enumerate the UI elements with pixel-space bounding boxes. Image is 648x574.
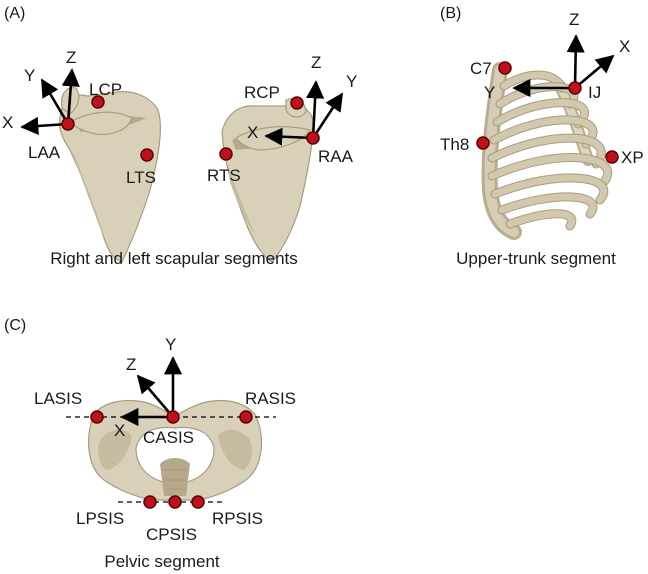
left-y-axis-arrow: [40, 78, 70, 125]
lasis-label: LASIS: [34, 389, 82, 408]
right-z-axis-label: Z: [311, 53, 321, 72]
xp-label: XP: [621, 148, 644, 167]
panel-c-tag: (C): [4, 317, 26, 334]
trunk-x-axis-label: X: [619, 37, 630, 56]
rts-marker: [219, 147, 233, 161]
cpsis-label: CPSIS: [146, 525, 197, 544]
panel-a-tag: (A): [4, 5, 25, 22]
lcp-marker: [91, 95, 105, 109]
panel-a: (A) X Y Z LCP LAA LTS: [2, 5, 357, 268]
right-x-axis-label: X: [247, 123, 258, 142]
panel-b-tag: (B): [440, 5, 461, 22]
th8-marker: [476, 136, 490, 150]
right-z-axis-arrow: [306, 80, 325, 139]
left-x-axis-label: X: [2, 113, 13, 132]
pelvis-image: [87, 399, 263, 501]
lts-marker: [140, 148, 154, 162]
rasis-label: RASIS: [245, 389, 296, 408]
c7-label: C7: [470, 59, 492, 78]
pelvic-y-axis-label: Y: [165, 335, 176, 354]
left-z-axis-label: Z: [66, 48, 76, 67]
cpsis-marker: [168, 495, 182, 509]
trunk-y-axis-label: Y: [484, 83, 495, 102]
raa-label: RAA: [318, 147, 354, 166]
rcp-marker: [290, 96, 304, 110]
right-x-axis-arrow: [264, 127, 314, 146]
rpsis-label: RPSIS: [212, 509, 263, 528]
panel-c: (C) Y Z X LASIS RASIS CASIS LPSIS: [4, 317, 296, 571]
lts-label: LTS: [126, 168, 156, 187]
ribcage-image: [481, 62, 613, 240]
left-scapula-axes: [20, 68, 80, 136]
trunk-z-axis-arrow: [566, 34, 585, 89]
casis-marker: [166, 410, 180, 424]
laa-label: LAA: [28, 143, 61, 162]
c7-marker: [498, 61, 512, 75]
ij-label: IJ: [588, 83, 601, 102]
panel-b: (B): [440, 5, 644, 268]
rcp-label: RCP: [244, 83, 280, 102]
rts-label: RTS: [207, 166, 241, 185]
lcp-label: LCP: [89, 80, 122, 99]
left-z-axis-arrow: [61, 68, 80, 125]
xp-marker: [605, 150, 619, 164]
upper-trunk-axes: [512, 34, 615, 98]
lasis-marker: [90, 410, 104, 424]
pelvic-axes: [120, 356, 183, 427]
right-y-axis-label: Y: [346, 72, 357, 91]
right-scapula-axes: [264, 80, 344, 146]
pelvic-z-axis-arrow: [136, 374, 174, 418]
pelvic-x-axis-label: X: [114, 421, 125, 440]
casis-label: CASIS: [143, 428, 194, 447]
rasis-marker: [239, 410, 253, 424]
panel-b-caption: Upper-trunk segment: [456, 249, 616, 268]
left-y-axis-label: Y: [24, 66, 35, 85]
raa-marker: [306, 131, 320, 145]
lpsis-marker: [143, 495, 157, 509]
left-x-axis-arrow: [20, 116, 69, 136]
rpsis-marker: [191, 495, 205, 509]
panel-c-caption: Pelvic segment: [104, 552, 220, 571]
laa-marker: [61, 117, 75, 131]
ij-marker: [568, 81, 582, 95]
right-y-axis-arrow: [311, 92, 344, 139]
trunk-z-axis-label: Z: [569, 10, 579, 29]
lpsis-label: LPSIS: [76, 509, 124, 528]
th8-label: Th8: [440, 135, 469, 154]
left-scapula-image: [58, 87, 162, 263]
trunk-x-axis-arrow: [574, 54, 615, 89]
pelvic-z-axis-label: Z: [126, 355, 136, 374]
panel-a-caption: Right and left scapular segments: [50, 249, 298, 268]
